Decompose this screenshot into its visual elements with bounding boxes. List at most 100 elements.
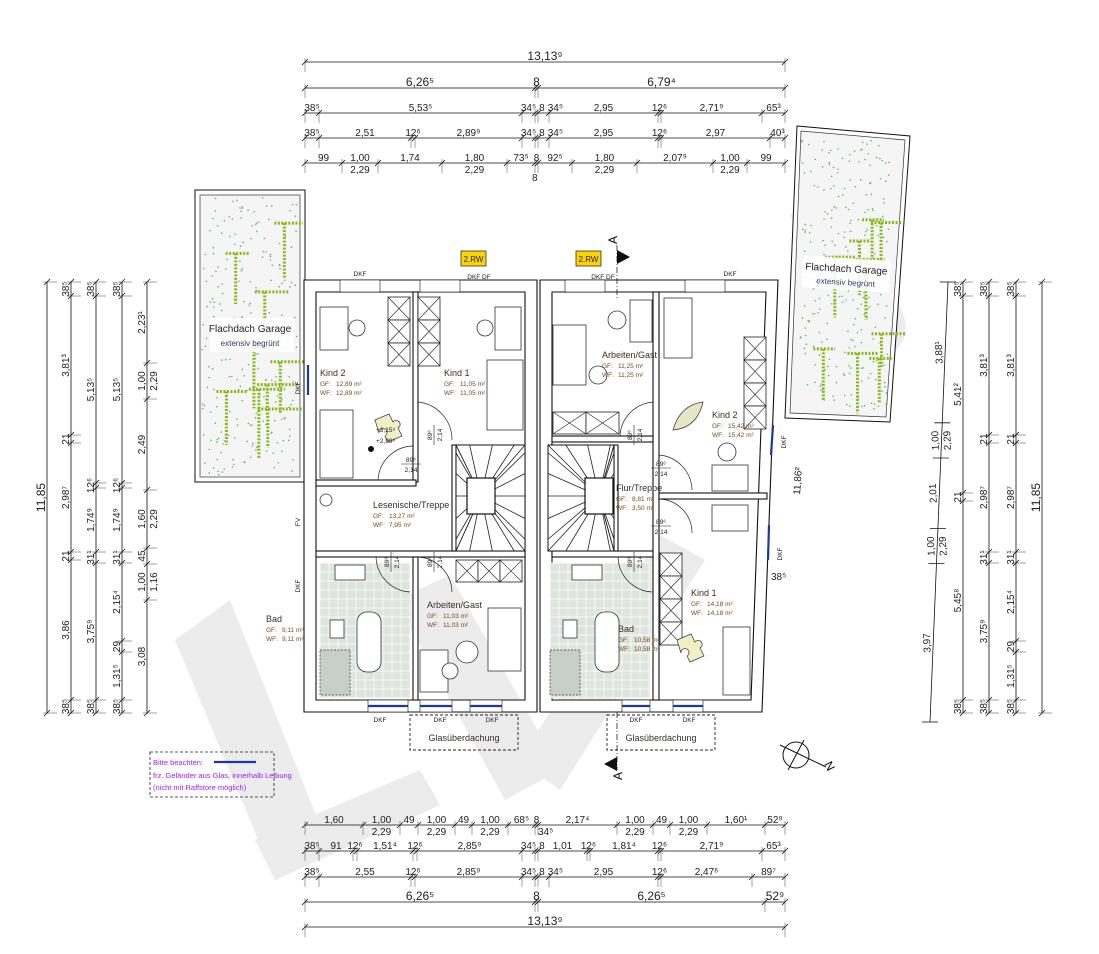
- gf-label: GF:: [691, 601, 702, 608]
- dimension-label: 45: [137, 550, 148, 562]
- plant-dot: [841, 157, 844, 160]
- dimension-label: 3,86: [61, 620, 72, 640]
- plant-dot: [824, 244, 827, 246]
- wardrobe-cross: [743, 336, 767, 361]
- plant-dot: [295, 346, 298, 349]
- plant-dot: [863, 313, 865, 316]
- dimension-label: 38⁵: [112, 699, 123, 714]
- plant-dot: [253, 211, 255, 213]
- dimension-sublabel: 2,29: [625, 827, 645, 838]
- plant-dot: [803, 250, 806, 253]
- plant-dot: [204, 462, 206, 464]
- plant-dot: [241, 315, 243, 318]
- dimension-label: 2,85⁹: [458, 841, 482, 852]
- plant-dot: [830, 226, 832, 228]
- plant-dot: [827, 294, 830, 297]
- plant-dot: [860, 341, 863, 344]
- plant-dot: [861, 148, 863, 151]
- dimension-tick: [315, 134, 323, 142]
- plant-dot: [217, 437, 220, 440]
- dimension-tick: [67, 556, 75, 564]
- dimension-tick: [92, 709, 100, 717]
- plant-dot: [291, 203, 294, 206]
- dimension-label: 34⁵: [521, 128, 536, 139]
- dimension-tick: [959, 709, 967, 717]
- plant-dot: [804, 334, 807, 337]
- dimension-label: 1,81⁴: [612, 841, 636, 852]
- wf-label: WF:: [712, 432, 724, 439]
- dimension-label: 3,97: [922, 633, 934, 653]
- plant-dot: [848, 372, 851, 375]
- dimension-tick: [781, 159, 789, 167]
- plant-dot: [233, 463, 235, 466]
- dimension-label: 38⁵: [771, 572, 786, 583]
- dimension-tick: [657, 873, 665, 881]
- dimension-tick: [1012, 696, 1020, 704]
- dimension-label: 12⁶: [86, 478, 97, 493]
- plant-dot: [865, 194, 868, 196]
- dimension-label: 34⁵: [521, 841, 536, 852]
- plant-dot: [220, 309, 223, 312]
- plant-dot: [804, 223, 806, 226]
- plant-dot: [876, 224, 878, 227]
- gf-label: GF:: [320, 381, 331, 388]
- dimension-label: 2,55: [355, 867, 375, 878]
- plant-dot: [837, 168, 839, 171]
- plant-dot: [877, 303, 879, 306]
- plant-dot: [265, 251, 267, 253]
- dimension-label: 31¹: [979, 550, 990, 565]
- dimension-label: 1,00: [372, 815, 392, 826]
- plant-dot: [265, 379, 267, 382]
- plant-dot: [228, 434, 230, 437]
- dimension-label: 1,00: [679, 815, 699, 826]
- unit-badge: 2.RW: [460, 250, 487, 267]
- plant-dot: [854, 185, 857, 188]
- plant-dot: [860, 367, 863, 369]
- dimension-tick: [534, 821, 542, 829]
- plant-dot: [835, 381, 838, 384]
- plant-cluster: [257, 407, 303, 448]
- plant-dot: [884, 162, 887, 164]
- dimension-label: 13,13⁹: [527, 914, 562, 928]
- plant-dot: [841, 295, 843, 298]
- door-width: 89⁶: [627, 557, 634, 567]
- plant-dot: [845, 299, 847, 301]
- plant-dot: [226, 258, 228, 261]
- dimension-label: 2,89⁹: [457, 128, 481, 139]
- plant-dot: [856, 331, 859, 334]
- window-label: DKF DF: [591, 274, 615, 281]
- plant-dot: [804, 352, 807, 355]
- plant-dot: [251, 424, 253, 427]
- plant-dot: [271, 264, 274, 267]
- dimension-label: 21: [61, 433, 72, 445]
- dimension-sublabel: 2,29: [679, 827, 699, 838]
- dimension-tick: [301, 84, 309, 92]
- door-height: 2,14: [405, 467, 418, 474]
- plant-dot: [848, 347, 851, 349]
- door-width: 89⁶: [427, 430, 434, 440]
- dimension-label: 1,00: [625, 815, 645, 826]
- plant-dot: [881, 390, 883, 392]
- dimension-label: 1,00: [137, 572, 148, 592]
- plant-dot: [818, 308, 821, 310]
- plant-dot: [865, 230, 867, 233]
- dimension-label: 34⁵: [521, 867, 536, 878]
- plant-dot: [849, 230, 852, 233]
- plant-dot: [808, 231, 811, 234]
- plant-dot: [294, 284, 296, 286]
- plant-dot: [860, 303, 862, 306]
- plant-dot: [277, 462, 280, 464]
- plant-dot: [833, 399, 835, 401]
- wf-label: WF:: [427, 622, 439, 629]
- plant-dot: [873, 403, 876, 405]
- dimension-tick: [301, 923, 309, 931]
- plant-dot: [875, 156, 878, 159]
- plant-dot: [211, 368, 214, 370]
- note-title: Bitte beachten:: [153, 758, 203, 767]
